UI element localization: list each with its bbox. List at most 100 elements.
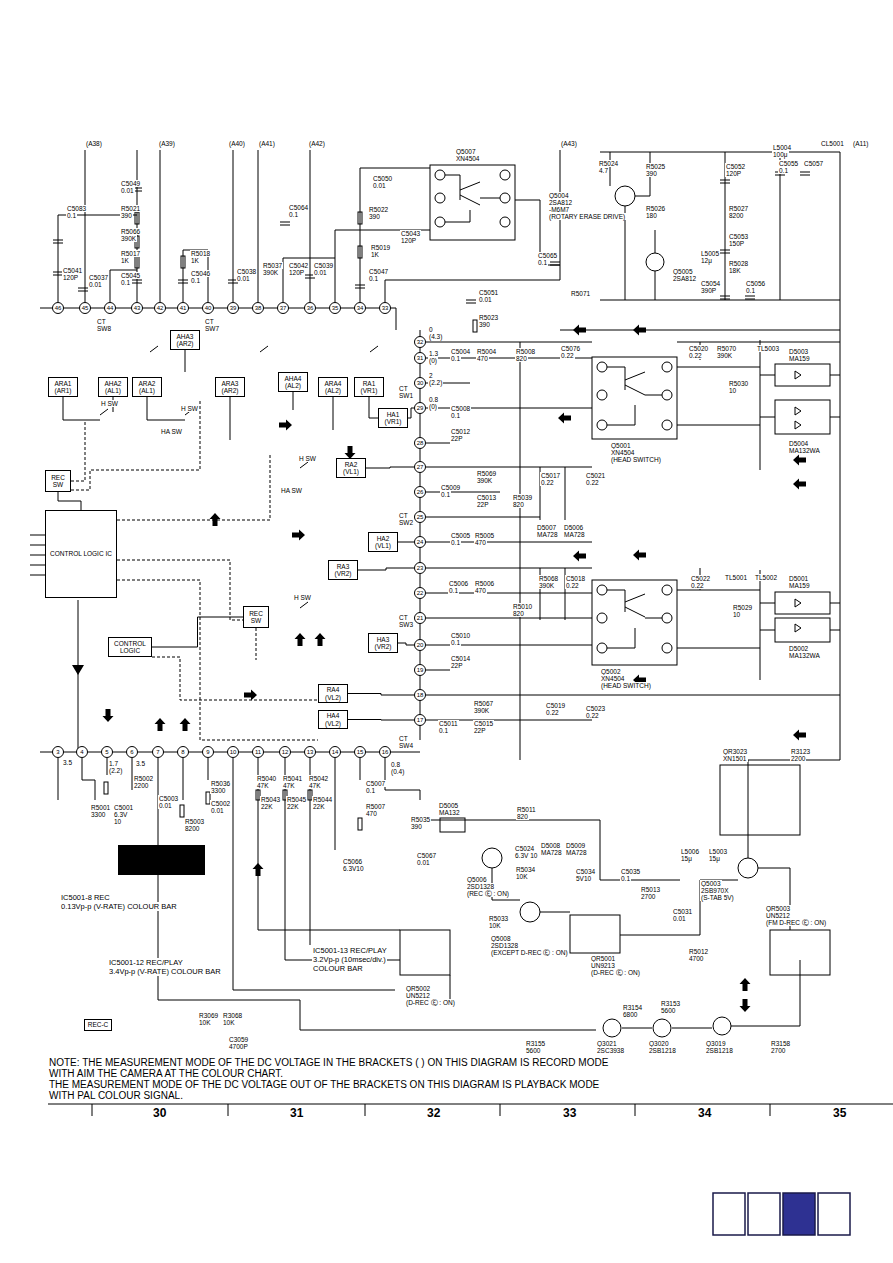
part-label: C5024: [514, 845, 535, 852]
part-label: 3.5: [62, 759, 73, 766]
pin-circle: 26: [414, 486, 426, 498]
part-label: C5009: [440, 484, 461, 491]
part-label: D5003: [788, 348, 809, 355]
part-label: MA159: [788, 355, 811, 362]
part-label: C5041: [62, 267, 83, 274]
block-box: RA4 (VL2): [318, 684, 348, 703]
pin-circle: 43: [131, 302, 143, 314]
signal-wire: [366, 467, 414, 468]
part-label: TL5003: [756, 345, 780, 352]
part-label: D5008: [540, 842, 561, 849]
pin-circle: 35: [329, 302, 341, 314]
part-label: 470: [474, 587, 487, 594]
part-label: 2SA812: [672, 275, 697, 282]
part-label: Q3020: [648, 1040, 670, 1047]
block-box: CONTROL LOGIC: [108, 637, 152, 657]
pin-circle: 24: [414, 536, 426, 548]
part-label: R5008: [515, 348, 536, 355]
part-label: 2700: [640, 893, 656, 900]
part-label: 15μ: [680, 855, 693, 862]
part-label: Q5005: [672, 268, 694, 275]
wire: [30, 150, 893, 1116]
part-label: 120P: [400, 237, 417, 244]
part-label: R5029: [732, 604, 753, 611]
part-label: 0.8: [428, 396, 439, 403]
part-label: (S-TAB 5V): [700, 894, 735, 901]
part-label: SW7: [204, 325, 220, 332]
part-label: 0.22: [560, 352, 575, 359]
part-label: L5006: [680, 848, 700, 855]
pin-circle: 45: [79, 302, 91, 314]
pin-number: 4: [77, 747, 87, 757]
pin-number: 42: [155, 303, 165, 313]
part-label: C5020: [688, 345, 709, 352]
part-label: 4700: [688, 955, 704, 962]
block-box: AHA4 (AL2): [278, 372, 308, 392]
pin-circle: 46: [52, 302, 64, 314]
pin-number: 21: [415, 613, 425, 623]
part-label: 0.1: [450, 355, 461, 362]
part-label: D5006: [563, 524, 584, 531]
pin-number: 18: [415, 690, 425, 700]
part-label: C5023: [585, 705, 606, 712]
part-label: R5002: [133, 775, 154, 782]
part-label: 10K: [515, 873, 529, 880]
pin-circle: 14: [329, 746, 341, 758]
part-label: XN4504: [455, 155, 481, 162]
block-box: REC-C: [84, 1019, 112, 1031]
pin-circle: 33: [379, 302, 391, 314]
part-label: 3.5: [135, 760, 146, 767]
part-label: 2200: [133, 782, 149, 789]
part-label: L5005: [700, 250, 720, 257]
part-label: C5018: [565, 575, 586, 582]
part-label: R5001: [90, 804, 111, 811]
part-label: 0.1: [365, 787, 376, 794]
part-label: R5007: [365, 803, 386, 810]
part-label: 0.1: [537, 259, 548, 266]
part-label: Q5002: [600, 668, 622, 675]
part-label: C5034: [575, 868, 596, 875]
block-box: AHA3 (AR2): [170, 330, 200, 350]
part-label: C5053: [728, 233, 749, 240]
pin-circle: 10: [227, 746, 239, 758]
part-label: R5035: [410, 816, 431, 823]
part-label: C5015: [473, 720, 494, 727]
part-label: 0.01: [88, 281, 103, 288]
part-label: (ROTARY ERASE DRIVE): [548, 213, 626, 220]
part-label: MA728: [565, 849, 588, 856]
block-box: RA2 (VL1): [336, 458, 366, 478]
part-label: C5017: [540, 472, 561, 479]
part-label: MA132: [438, 809, 461, 816]
part-label: 0.01: [313, 269, 328, 276]
pin-number: 31: [415, 353, 425, 363]
part-label: CT: [398, 614, 409, 621]
part-label: 22K: [286, 803, 300, 810]
part-label: D5005: [438, 802, 459, 809]
part-label: Q3021: [596, 1040, 618, 1047]
signal-wire: [152, 617, 243, 647]
part-label: 390K: [538, 582, 555, 589]
part-label: 1.7: [108, 760, 119, 767]
part-label: WITH AIM THE CAMERA AT THE COLOUR CHART.: [48, 1068, 284, 1079]
part-label: C5064: [288, 204, 309, 211]
part-label: 5600: [660, 1007, 676, 1014]
part-label: HA SW: [280, 487, 303, 494]
signal-arrow: [72, 325, 806, 1013]
part-label: C5013: [476, 494, 497, 501]
part-label: C5003: [158, 795, 179, 802]
pin-circle: 21: [414, 612, 426, 624]
pin-number: 41: [178, 303, 188, 313]
pin-number: 20: [415, 640, 425, 650]
part-label: 0.1: [620, 875, 631, 882]
signal-wire: [398, 542, 414, 543]
part-label: R5010: [512, 603, 533, 610]
pin-number: 43: [132, 303, 142, 313]
part-label: R5027: [728, 205, 749, 212]
part-label: 1K: [120, 257, 130, 264]
pin-number: 3: [53, 747, 63, 757]
part-label: C5050: [372, 175, 393, 182]
part-label: 6.3V10: [342, 865, 365, 872]
part-label: Q5004: [548, 192, 570, 199]
pin-number: 35: [330, 303, 340, 313]
part-label: 0.22: [585, 712, 600, 719]
